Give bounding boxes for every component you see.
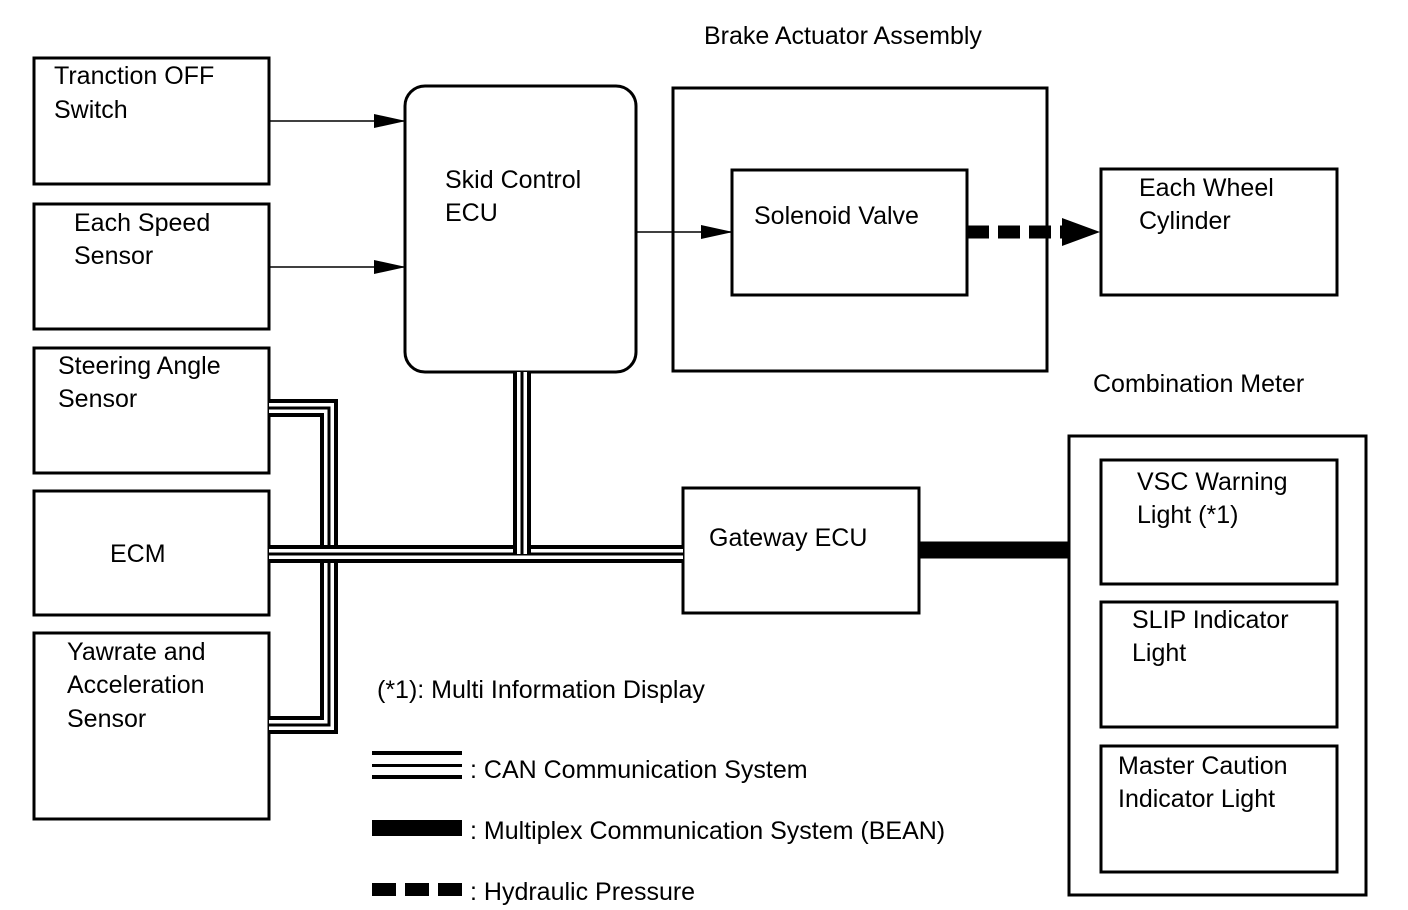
steering-angle-sensor: Steering Angle Sensor xyxy=(32,346,271,475)
master-caution-indicator-light: Master Caution Indicator Light xyxy=(1099,744,1339,874)
ecm: ECM xyxy=(32,489,271,617)
master-caution-indicator-light-label: Master Caution Indicator Light xyxy=(1118,752,1294,813)
combination-meter-title: Combination Meter xyxy=(1093,370,1304,398)
each-speed-sensor: Each Speed Sensor xyxy=(32,202,271,331)
gateway-ecu-label: Gateway ECU xyxy=(709,524,867,552)
steering-angle-sensor-label: Steering Angle Sensor xyxy=(58,352,228,413)
footnote: (*1): Multi Information Display xyxy=(377,676,705,704)
ecm-label: ECM xyxy=(110,540,166,568)
solenoid-valve-label: Solenoid Valve xyxy=(754,202,919,230)
vsc-warning-light: VSC Warning Light (*1) xyxy=(1099,458,1339,586)
solenoid-valve: Solenoid Valve xyxy=(730,168,969,297)
legend-bean-swatch xyxy=(372,820,462,836)
gateway-ecu: Gateway ECU xyxy=(681,486,921,615)
can-bus xyxy=(269,372,683,734)
each-wheel-cylinder: Each Wheel Cylinder xyxy=(1099,167,1339,297)
slip-indicator-light: SLIP Indicator Light xyxy=(1099,600,1339,729)
slip-indicator-light-label: SLIP Indicator Light xyxy=(1132,606,1296,667)
traction-off-switch: Tranction OFF Switch xyxy=(32,56,271,186)
legend-hydraulic-label: : Hydraulic Pressure xyxy=(470,878,695,906)
yawrate-acceleration-sensor-label: Yawrate and Acceleration Sensor xyxy=(67,638,212,733)
vsc-warning-light-label: VSC Warning Light (*1) xyxy=(1137,468,1294,529)
each-speed-sensor-label: Each Speed Sensor xyxy=(74,209,217,270)
legend: : CAN Communication System : Multiplex C… xyxy=(372,751,945,906)
yawrate-acceleration-sensor: Yawrate and Acceleration Sensor xyxy=(32,631,271,821)
legend-can-swatch xyxy=(372,751,462,779)
hydraulic-pressure-line xyxy=(967,218,1100,246)
legend-hydraulic-swatch xyxy=(372,883,462,896)
skid-control-ecu-label: Skid Control ECU xyxy=(445,166,588,227)
brake-actuator-assembly-title: Brake Actuator Assembly xyxy=(704,22,982,50)
each-wheel-cylinder-label: Each Wheel Cylinder xyxy=(1139,174,1281,235)
legend-bean-label: : Multiplex Communication System (BEAN) xyxy=(470,817,945,845)
skid-control-ecu: Skid Control ECU xyxy=(403,84,638,374)
traction-off-switch-label: Tranction OFF Switch xyxy=(54,62,221,124)
legend-can-label: : CAN Communication System xyxy=(470,756,808,784)
